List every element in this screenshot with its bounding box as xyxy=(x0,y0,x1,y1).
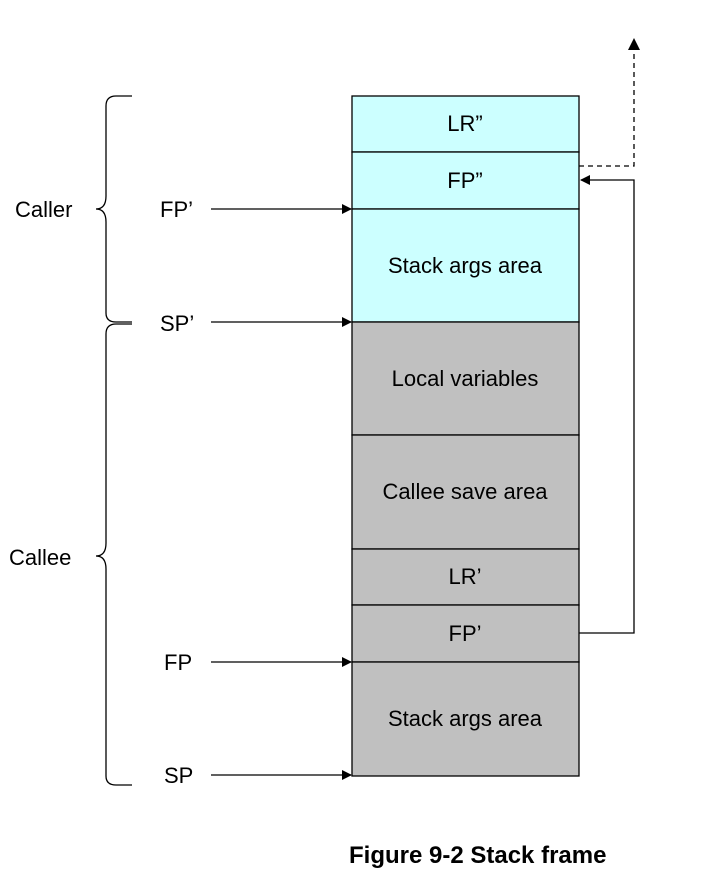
stack-cell-args-callee xyxy=(351,661,580,777)
figure-caption: Figure 9-2 Stack frame xyxy=(349,842,607,869)
stack-cell-local-variables xyxy=(351,321,580,436)
callee-label: Callee xyxy=(9,545,71,570)
caller-label: Caller xyxy=(15,197,72,222)
pointer-label-fp-prev: FP’ xyxy=(160,197,193,222)
stack-cell-fp-caller xyxy=(351,151,580,210)
cell-label-lr-callee: LR’ xyxy=(448,564,481,589)
stack-cell-callee-save xyxy=(351,434,580,550)
pointer-label-sp-prev: SP’ xyxy=(160,311,194,336)
caller-brace xyxy=(95,95,132,323)
dashed-link-arrowhead xyxy=(628,38,640,50)
cell-label-callee-save: Callee save area xyxy=(382,479,548,504)
pointer-label-sp: SP xyxy=(164,763,193,788)
stack-cell-lr-callee xyxy=(351,548,580,606)
cell-label-lr-caller: LR” xyxy=(447,111,482,136)
cell-label-fp-callee: FP’ xyxy=(449,621,482,646)
cell-label-local-variables: Local variables xyxy=(392,366,539,391)
stack-cell-args-caller xyxy=(351,208,580,323)
cell-label-fp-caller: FP” xyxy=(447,168,482,193)
stack-cell-lr-caller xyxy=(351,95,580,153)
saved-fp-link xyxy=(579,175,635,634)
pointer-label-fp: FP xyxy=(164,650,192,675)
cell-label-args-callee: Stack args area xyxy=(388,706,543,731)
fp-caller-dashed-link xyxy=(579,48,635,167)
cell-label-args-caller: Stack args area xyxy=(388,253,543,278)
callee-brace xyxy=(95,323,132,786)
